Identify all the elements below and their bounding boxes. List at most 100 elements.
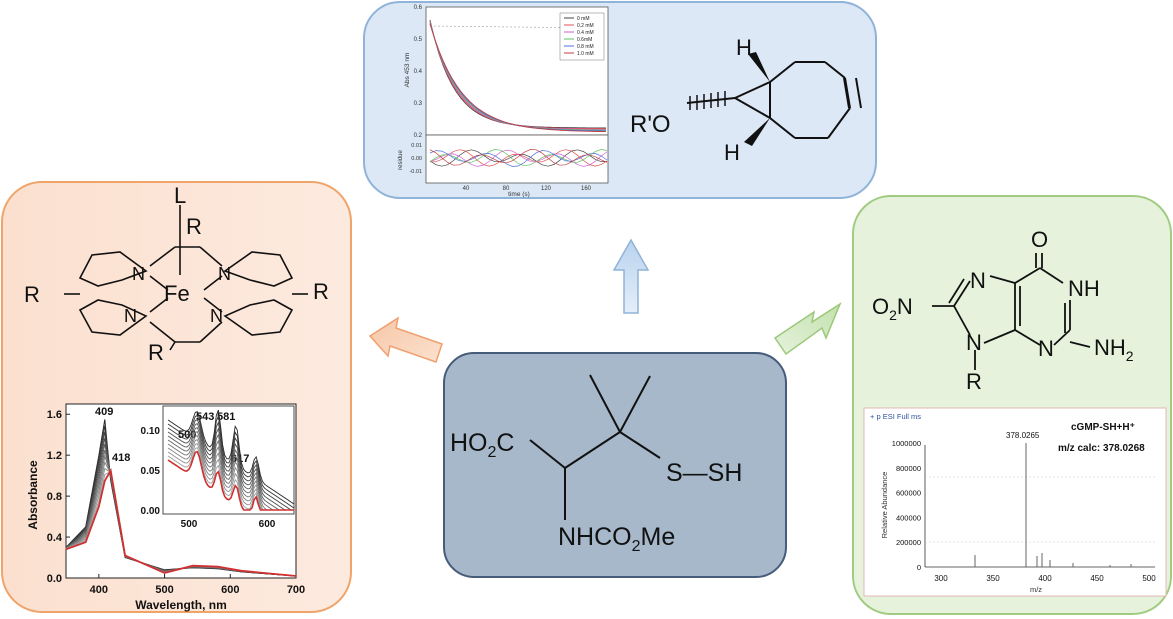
porphyrin-R-top: R [186,214,202,239]
uvvis-ytick: 1.2 [47,450,62,462]
kinetics-ytick: 0.2 [414,133,423,139]
residue-ytick: 0.00 [411,156,422,162]
legend-entry: 0.8 mM [577,44,594,50]
ms-xtick: 300 [934,574,948,583]
bcn-h-bottom: H [724,140,740,165]
bcn-hash-bond [689,91,726,110]
kinetics-xtick: 40 [463,186,470,192]
guanine-O2N: O2N [872,294,913,323]
kinetics-xlabel: time (s) [508,191,530,198]
ms-compound: cGMP-SH+H⁺ [1071,422,1135,433]
residue-curve [429,149,608,167]
uvvis-peak-418: 418 [112,452,130,464]
porphyrin-structure [64,205,308,351]
ms-calc: m/z calc: 378.0268 [1058,443,1145,454]
inset-trace [167,450,294,511]
uvvis-xlabel: Wavelength, nm [135,598,227,612]
bcn-wedge-bottom [744,118,770,146]
ms-background [863,407,1167,597]
guanine-N3: N [1038,336,1054,361]
porphyrin-L: L [174,183,186,208]
uvvis-ytick: 0.8 [47,491,62,503]
mass-spectrum: + p ESI Full ms cGMP-SH+H⁺ m/z calc: 378… [863,407,1167,597]
center-nhco2me: NHCO2Me [558,523,675,555]
residue-ytick: -0.01 [409,169,422,175]
guanine-NH2: NH2 [1094,335,1134,364]
inset-trace [167,414,295,509]
residue-ytick: 0.01 [411,143,422,149]
kinetics-curve [429,23,607,133]
bcn-h-top: H [736,35,752,60]
uvvis-xtick: 500 [155,584,173,596]
kinetics-xtick: 80 [503,186,510,192]
kinetics-ytick: 0.4 [414,69,423,75]
ms-ytick: 600000 [896,489,921,498]
legend-entry: 0 mM [577,16,590,22]
porphyrin-R-left: R [24,282,40,307]
guanine-NH: NH [1068,276,1100,301]
arrow-up-icon [612,238,650,314]
inset-ytick: 0.00 [141,506,161,517]
guanine-R: R [966,369,982,394]
inset-ytick: 0.05 [141,466,161,477]
inset-peak-label: 581 [217,411,235,423]
kinetics-ylabel: Abs 453 nm [404,53,411,88]
arrow-left-icon [368,316,443,363]
center-ho2c: HO2C [450,429,514,461]
arrow-right-icon [773,302,842,356]
ms-xtick: 500 [1142,574,1156,583]
ms-ytick: 200000 [896,538,921,547]
guanine-N9: N [966,330,982,355]
uvvis-xtick: 600 [221,584,239,596]
center-molecule [529,374,661,520]
inset-ytick: 0.10 [141,426,161,437]
legend-entry: 0.4 mM [577,30,594,36]
inset-trace [167,423,294,511]
center-panel [443,352,787,578]
inset-trace [167,419,294,511]
center-s-sh: S—SH [666,459,742,487]
inset-trace [167,427,294,511]
porphyrin-N1: N [132,264,145,284]
inset-xtick: 500 [181,519,198,530]
inset-trace [167,409,295,505]
ms-peak-label: 378.0265 [1006,431,1040,440]
kinetics-ytick: 0.5 [414,37,423,43]
ms-ytick: 1000000 [892,439,921,448]
legend-entry: 1.0 mM [577,51,594,57]
ms-scan-label: + p ESI Full ms [870,412,921,421]
ms-xtick: 350 [986,574,1000,583]
porphyrin-R-right: R [313,279,329,304]
inset-xtick: 600 [259,519,276,530]
porphyrin-Fe: Fe [164,281,190,306]
legend-entry: 0.2 mM [577,23,594,29]
kinetics-plot: 0.6 0.5 0.4 0.3 0.2 40 80 120 160 0.01 0.00 -0.01… [398,5,609,198]
ms-ytick: 800000 [896,464,921,473]
kinetics-ytick: 0.6 [414,5,423,11]
porphyrin-N4: N [210,306,223,326]
porphyrin-N3: N [124,306,137,326]
residue-ylabel: residue [398,150,404,170]
kinetics-ytick: 0.3 [414,101,423,107]
residue-frame [425,134,609,184]
legend-entry: 0.6mM [577,37,592,43]
guanine-O: O [1031,227,1048,252]
ms-ytick: 0 [917,563,921,572]
kinetics-xtick: 120 [541,186,552,192]
nitroguanine-structure [932,253,1091,370]
porphyrin-R-bottom: R [148,340,164,365]
uvvis-ytick: 1.6 [47,409,62,421]
uvvis-ytick: 0.0 [47,573,62,585]
bcn-ro-label: R'O [630,111,671,138]
uvvis-xtick: 400 [90,584,108,596]
ms-ylabel: Relative Abundance [880,472,889,539]
ms-xlabel: m/z [1030,585,1042,594]
ms-xtick: 450 [1090,574,1104,583]
guanine-N7: N [970,268,986,293]
kinetics-xtick: 160 [581,186,592,192]
uvvis-ytick: 0.4 [47,532,63,544]
residue-curve [429,150,608,167]
inset-peak-label: 543 [196,411,214,423]
residue-curve [429,149,608,167]
